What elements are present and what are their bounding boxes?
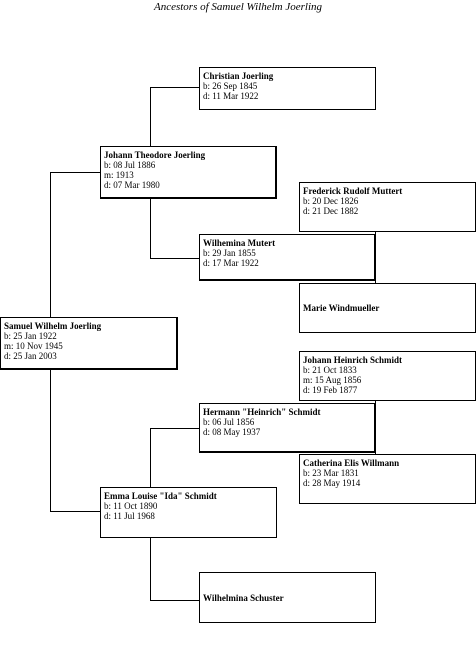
- person-box-emma-louise-ida-schmidt[interactable]: Emma Louise "Ida" Schmidt b: 11 Oct 1890…: [100, 487, 277, 538]
- person-name: Catherina Elis Willmann: [303, 458, 400, 468]
- person-birth: b: 25 Jan 1922: [4, 331, 57, 341]
- person-death: d: 07 Mar 1980: [104, 180, 160, 190]
- person-death: d: 11 Mar 1922: [203, 91, 259, 101]
- person-death: d: 19 Feb 1877: [303, 385, 358, 395]
- connector-line: [150, 258, 199, 259]
- person-name: Wilhemina Mutert: [203, 238, 276, 248]
- connector-line: [150, 600, 199, 601]
- person-death: d: 11 Jul 1968: [104, 511, 155, 521]
- person-box-johann-theodore-joerling[interactable]: Johann Theodore Joerling b: 08 Jul 1886 …: [100, 146, 277, 199]
- person-marriage: m: 15 Aug 1856: [303, 375, 362, 385]
- person-name: Samuel Wilhelm Joerling: [4, 321, 102, 331]
- person-box-catherina-elis-willmann[interactable]: Catherina Elis Willmann b: 23 Mar 1831 d…: [299, 454, 476, 504]
- person-birth: b: 29 Jan 1855: [203, 248, 256, 258]
- person-name: Johann Theodore Joerling: [104, 150, 206, 160]
- person-death: d: 25 Jan 2003: [4, 351, 57, 361]
- person-name: Frederick Rudolf Muttert: [303, 186, 403, 196]
- chart-title: Ancestors of Samuel Wilhelm Joerling: [153, 1, 323, 13]
- person-birth: b: 11 Oct 1890: [104, 501, 158, 511]
- person-death: d: 08 May 1937: [203, 427, 261, 437]
- person-birth: b: 23 Mar 1831: [303, 468, 359, 478]
- person-death: d: 21 Dec 1882: [303, 206, 359, 216]
- person-birth: b: 06 Jul 1856: [203, 417, 255, 427]
- person-name: Emma Louise "Ida" Schmidt: [104, 491, 217, 501]
- person-box-marie-windmueller[interactable]: Marie Windmueller: [299, 283, 476, 333]
- person-name: Hermann "Heinrich" Schmidt: [203, 407, 321, 417]
- connector-line: [150, 87, 199, 88]
- connector-line: [50, 511, 101, 512]
- person-birth: b: 20 Dec 1826: [303, 196, 359, 206]
- person-box-hermann-heinrich-schmidt[interactable]: Hermann "Heinrich" Schmidt b: 06 Jul 185…: [199, 403, 376, 453]
- person-death: d: 28 May 1914: [303, 478, 361, 488]
- person-birth: b: 26 Sep 1845: [203, 81, 258, 91]
- person-death: d: 17 Mar 1922: [203, 258, 259, 268]
- person-box-wilhelmina-schuster[interactable]: Wilhelmina Schuster: [199, 572, 376, 623]
- person-marriage: m: 1913: [104, 170, 134, 180]
- person-birth: b: 21 Oct 1833: [303, 365, 357, 375]
- person-box-johann-heinrich-schmidt[interactable]: Johann Heinrich Schmidt b: 21 Oct 1833 m…: [299, 351, 476, 401]
- person-name: Johann Heinrich Schmidt: [303, 355, 403, 365]
- person-box-frederick-rudolf-muttert[interactable]: Frederick Rudolf Muttert b: 20 Dec 1826 …: [299, 182, 476, 232]
- connector-line: [150, 428, 199, 429]
- person-birth: b: 08 Jul 1886: [104, 160, 156, 170]
- person-name: Marie Windmueller: [303, 303, 380, 313]
- person-marriage: m: 10 Nov 1945: [4, 341, 63, 351]
- person-name: Christian Joerling: [203, 71, 274, 81]
- person-box-samuel-wilhelm-joerling[interactable]: Samuel Wilhelm Joerling b: 25 Jan 1922 m…: [0, 317, 178, 370]
- connector-line: [50, 172, 101, 173]
- person-box-wilhemina-mutert[interactable]: Wilhemina Mutert b: 29 Jan 1855 d: 17 Ma…: [199, 234, 376, 281]
- person-name: Wilhelmina Schuster: [203, 592, 284, 603]
- person-box-christian-joerling[interactable]: Christian Joerling b: 26 Sep 1845 d: 11 …: [199, 67, 376, 110]
